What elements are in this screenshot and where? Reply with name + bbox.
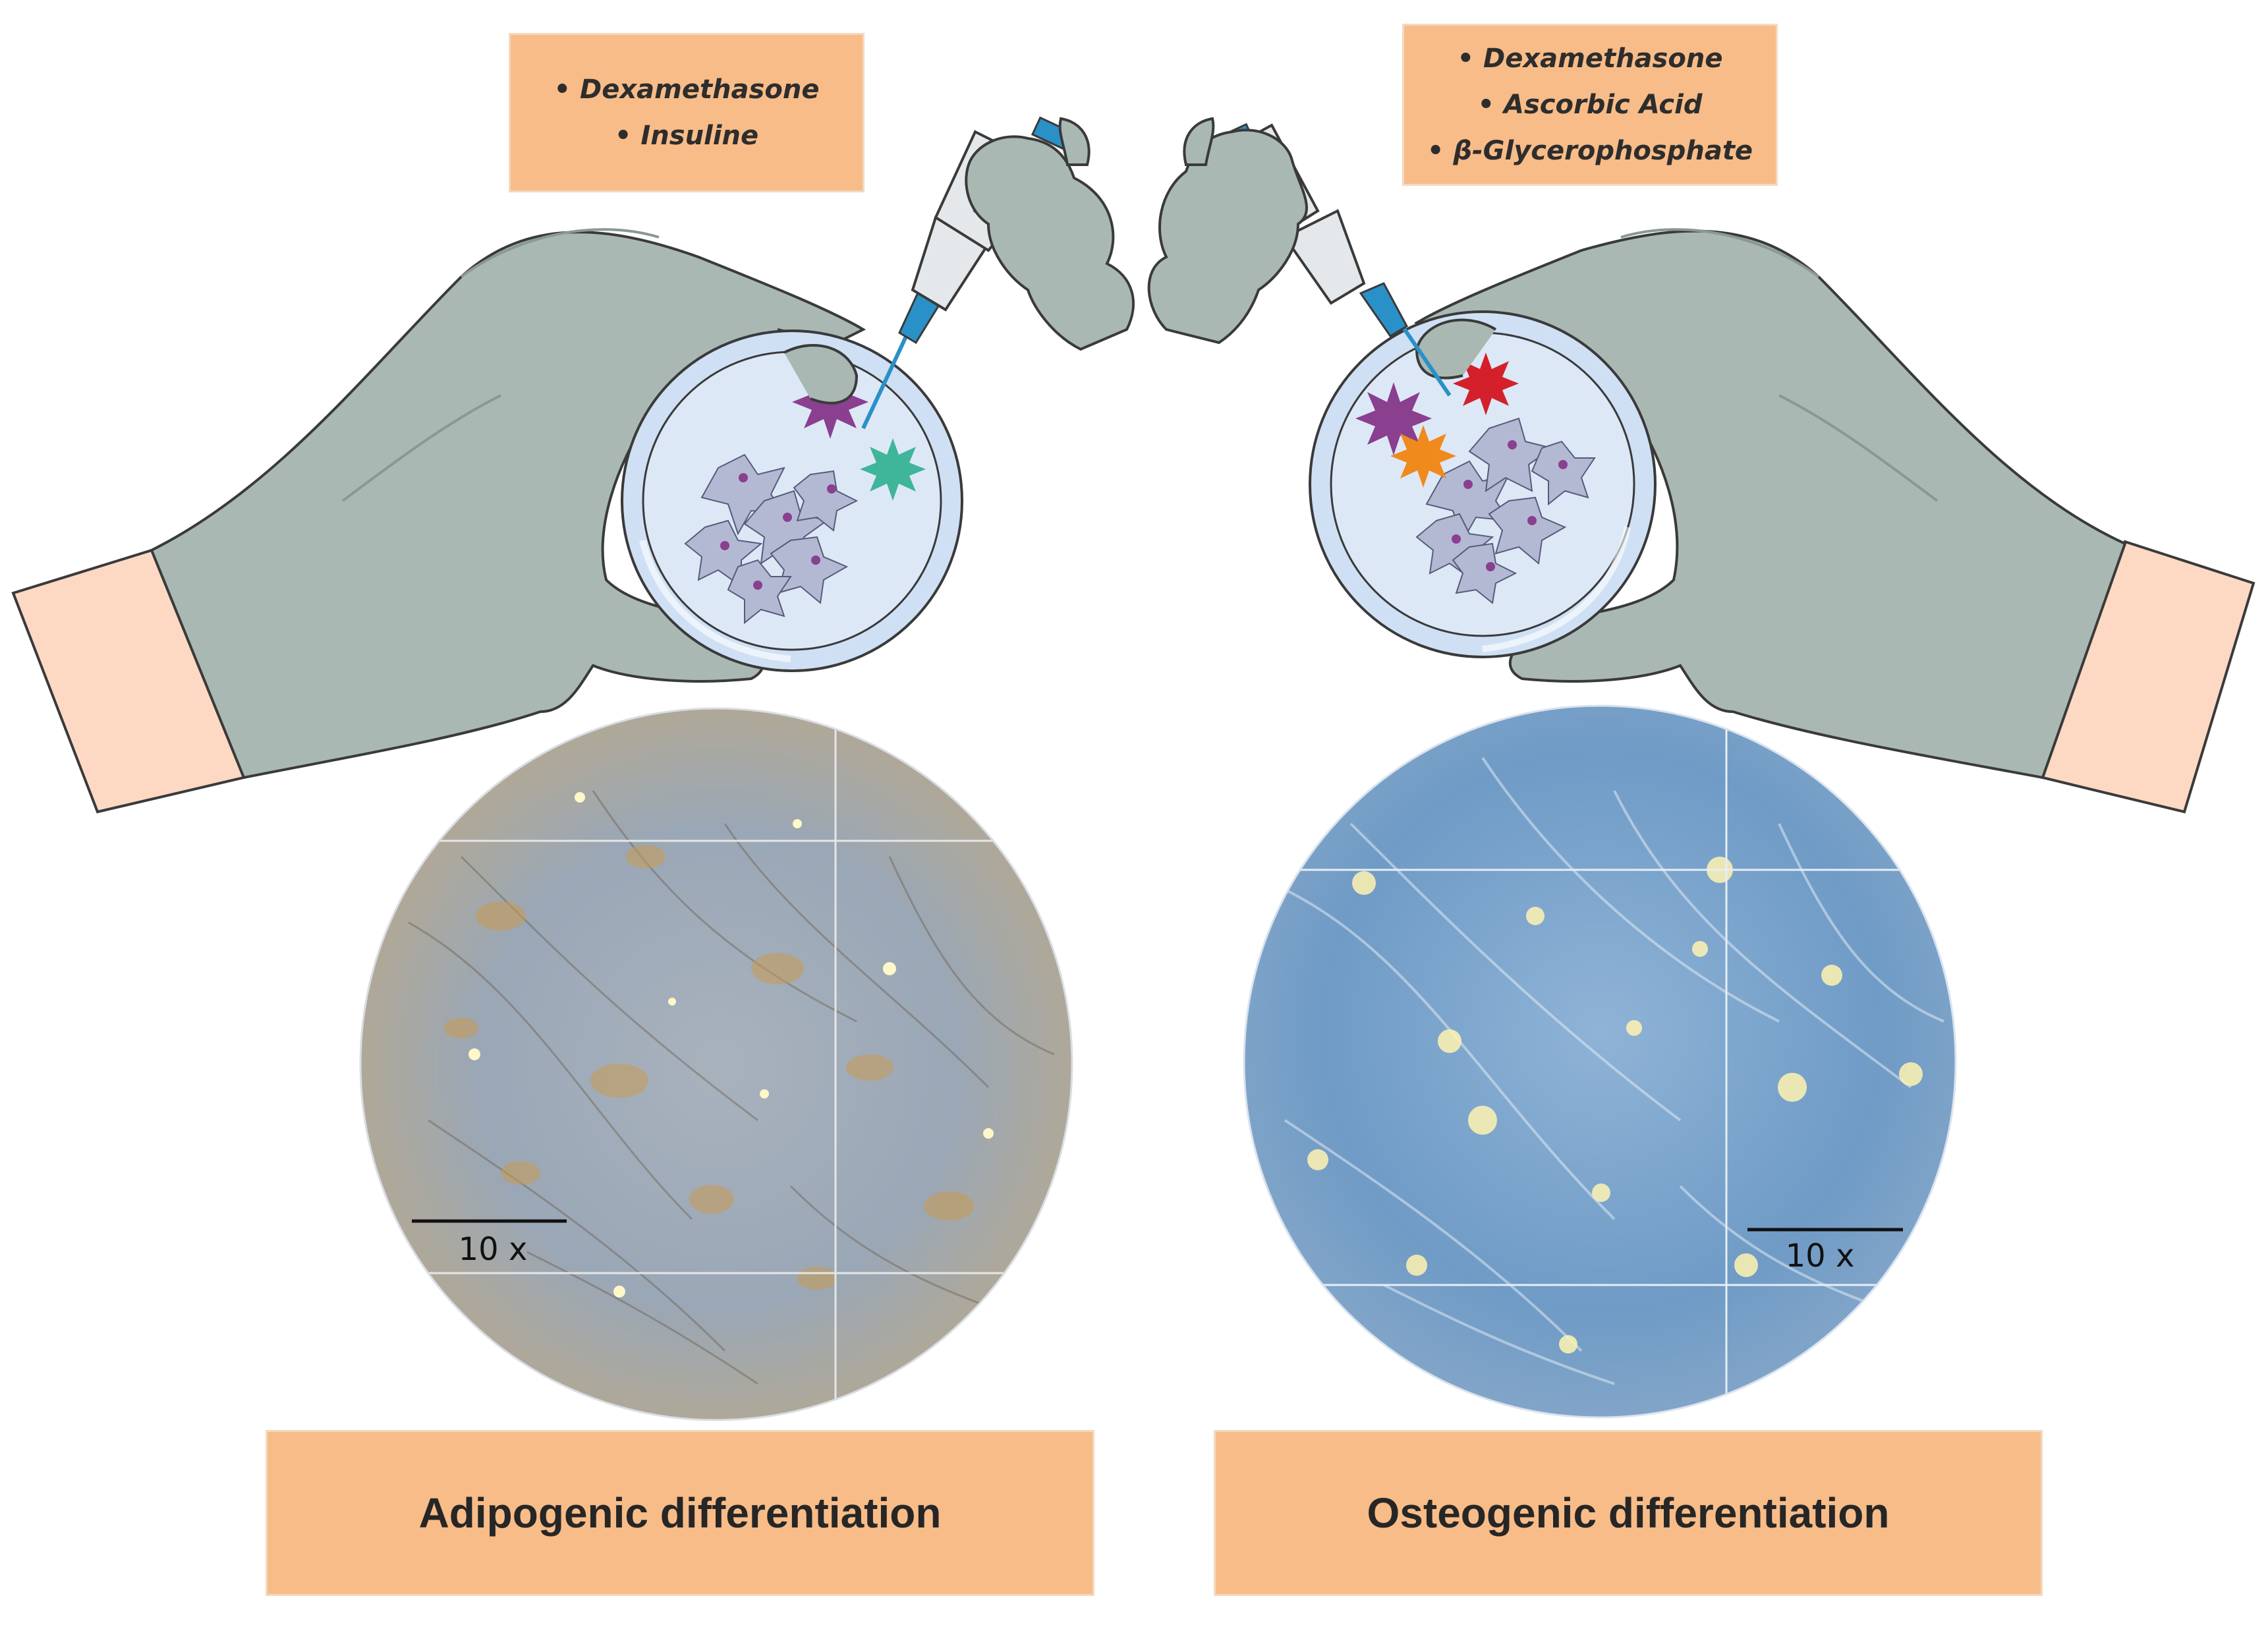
left-small-glove-hand-icon (965, 135, 1135, 351)
adipogenic-label-box: Adipogenic differentiation (266, 1430, 1094, 1596)
adipogenic-label: Adipogenic differentiation (418, 1489, 942, 1537)
reagent-ascorbic-acid: • Ascorbic Acid (1477, 90, 1703, 120)
reagent-dexamethasone: • Dexamethasone (1457, 43, 1723, 74)
teal-star-burst-icon (860, 438, 926, 501)
adipogenic-reagents-box: • Dexamethasone • Insuline (509, 33, 865, 192)
adipogenic-micrograph (360, 708, 1072, 1420)
red-star-burst-icon (1453, 353, 1519, 415)
purple-star-burst-icon (1355, 382, 1432, 455)
reagent-insuline: • Insuline (614, 121, 759, 151)
left-petri-dish-icon (621, 329, 963, 672)
osteogenic-micrograph (1244, 706, 1956, 1417)
osteogenic-label-box: Osteogenic differentiation (1214, 1430, 2043, 1596)
right-cell-cluster (1415, 417, 1596, 604)
osteogenic-label: Osteogenic differentiation (1367, 1489, 1890, 1537)
right-petri-dish-icon (1309, 310, 1657, 658)
osteogenic-reagents-box: • Dexamethasone • Ascorbic Acid • β-Glyc… (1402, 24, 1778, 186)
right-small-glove-hand-icon (1147, 128, 1308, 345)
orange-star-burst-icon (1390, 425, 1456, 488)
right-scale-label: 10 x (1786, 1238, 1855, 1274)
reagent-glycerophosphate: • β-Glycerophosphate (1427, 136, 1753, 166)
reagent-dexamethasone: • Dexamethasone (553, 74, 820, 105)
left-scale-label: 10 x (459, 1231, 528, 1268)
left-glove-thumb (783, 343, 859, 405)
left-cell-cluster (684, 453, 859, 625)
